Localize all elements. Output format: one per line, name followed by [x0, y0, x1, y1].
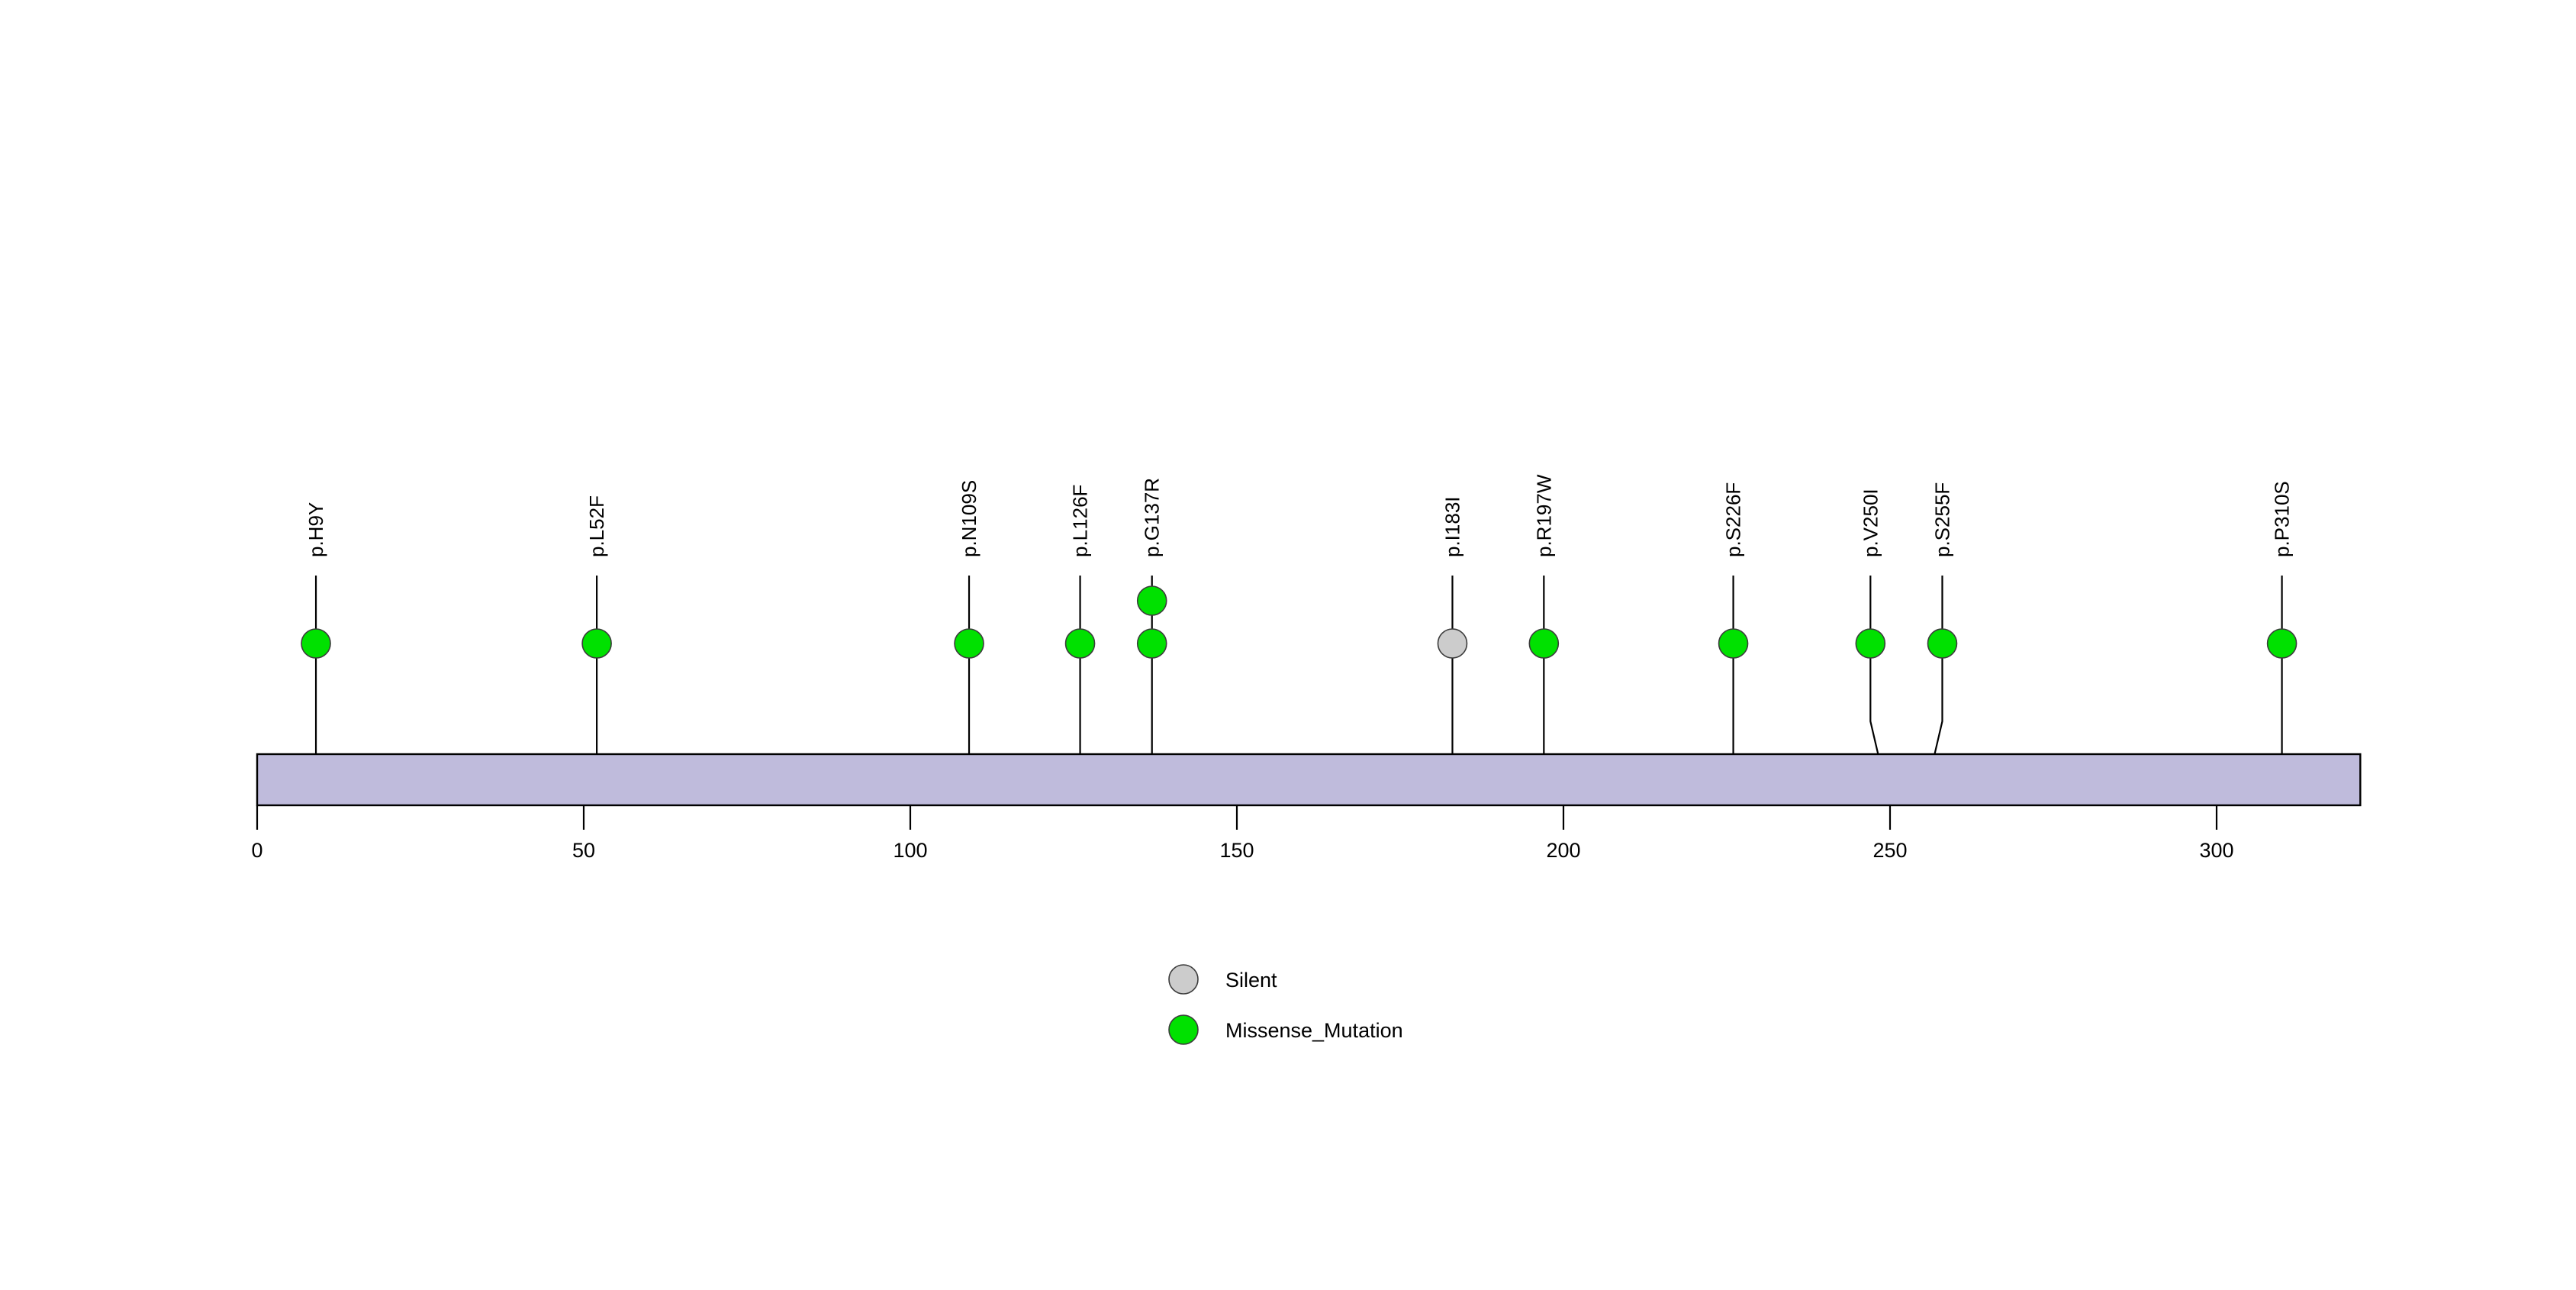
mutation-labels: p.H9Y p.L52F p.N109S p.L126F p.G137R p.I183I p…: [304, 474, 2294, 557]
lollipop-dot[interactable]: [1437, 628, 1468, 659]
mutation-label: p.P310S: [2271, 481, 2294, 557]
legend-item-silent[interactable]: Silent: [1168, 964, 1277, 995]
axis-tick-label: 300: [2199, 839, 2233, 862]
mutation-label: p.L52F: [585, 495, 608, 557]
x-axis: 0 50 100 150 200 250 300: [251, 805, 2234, 862]
mutation-label: p.N109S: [958, 480, 980, 557]
mutation-label: p.R197W: [1532, 474, 1555, 557]
legend-swatch-icon: [1168, 1014, 1199, 1045]
lollipop-dot[interactable]: [1136, 628, 1167, 659]
protein-backbone-rect: [256, 753, 2362, 807]
protein-domain-bar: [256, 753, 2362, 807]
mutation-label: p.L126F: [1069, 485, 1092, 557]
lollipop-dot[interactable]: [1855, 628, 1886, 659]
mutation-label: p.I183I: [1441, 496, 1463, 557]
lollipop-dot[interactable]: [1718, 628, 1749, 659]
mutation-label: p.S255F: [1930, 482, 1953, 557]
lollipop-pg137r[interactable]: [1136, 576, 1167, 805]
lollipop-dot[interactable]: [1528, 628, 1560, 659]
mutation-label: p.H9Y: [304, 502, 327, 557]
axis-tick-label: 100: [893, 839, 927, 862]
legend-label: Silent: [1225, 969, 1277, 992]
lollipop-dot[interactable]: [1064, 628, 1096, 659]
axis-tick-label: 0: [251, 839, 262, 862]
lollipop-dot[interactable]: [2266, 628, 2297, 659]
lollipop-stems-and-dots: [301, 576, 2297, 806]
lollipop-dot[interactable]: [1136, 585, 1167, 616]
axis-tick-label: 150: [1219, 839, 1254, 862]
axis-tick-label: 250: [1872, 839, 1907, 862]
legend-label: Missense_Mutation: [1225, 1019, 1403, 1042]
lollipop-dot[interactable]: [581, 628, 612, 659]
lollipop-dot[interactable]: [954, 628, 984, 659]
legend-item-missense_mutation[interactable]: Missense_Mutation: [1168, 1014, 1403, 1045]
axis-tick-label: 50: [572, 839, 595, 862]
mutation-label: p.G137R: [1141, 478, 1164, 557]
mutation-label: p.V250I: [1859, 489, 1882, 557]
lollipop-pr197w[interactable]: [1528, 576, 1560, 805]
mutation-label: p.S226F: [1722, 482, 1745, 557]
lollipop-dot[interactable]: [1927, 628, 1958, 659]
lollipop-dot[interactable]: [301, 628, 331, 659]
axis-tick-label: 200: [1546, 839, 1580, 862]
legend-swatch-icon: [1168, 964, 1199, 995]
